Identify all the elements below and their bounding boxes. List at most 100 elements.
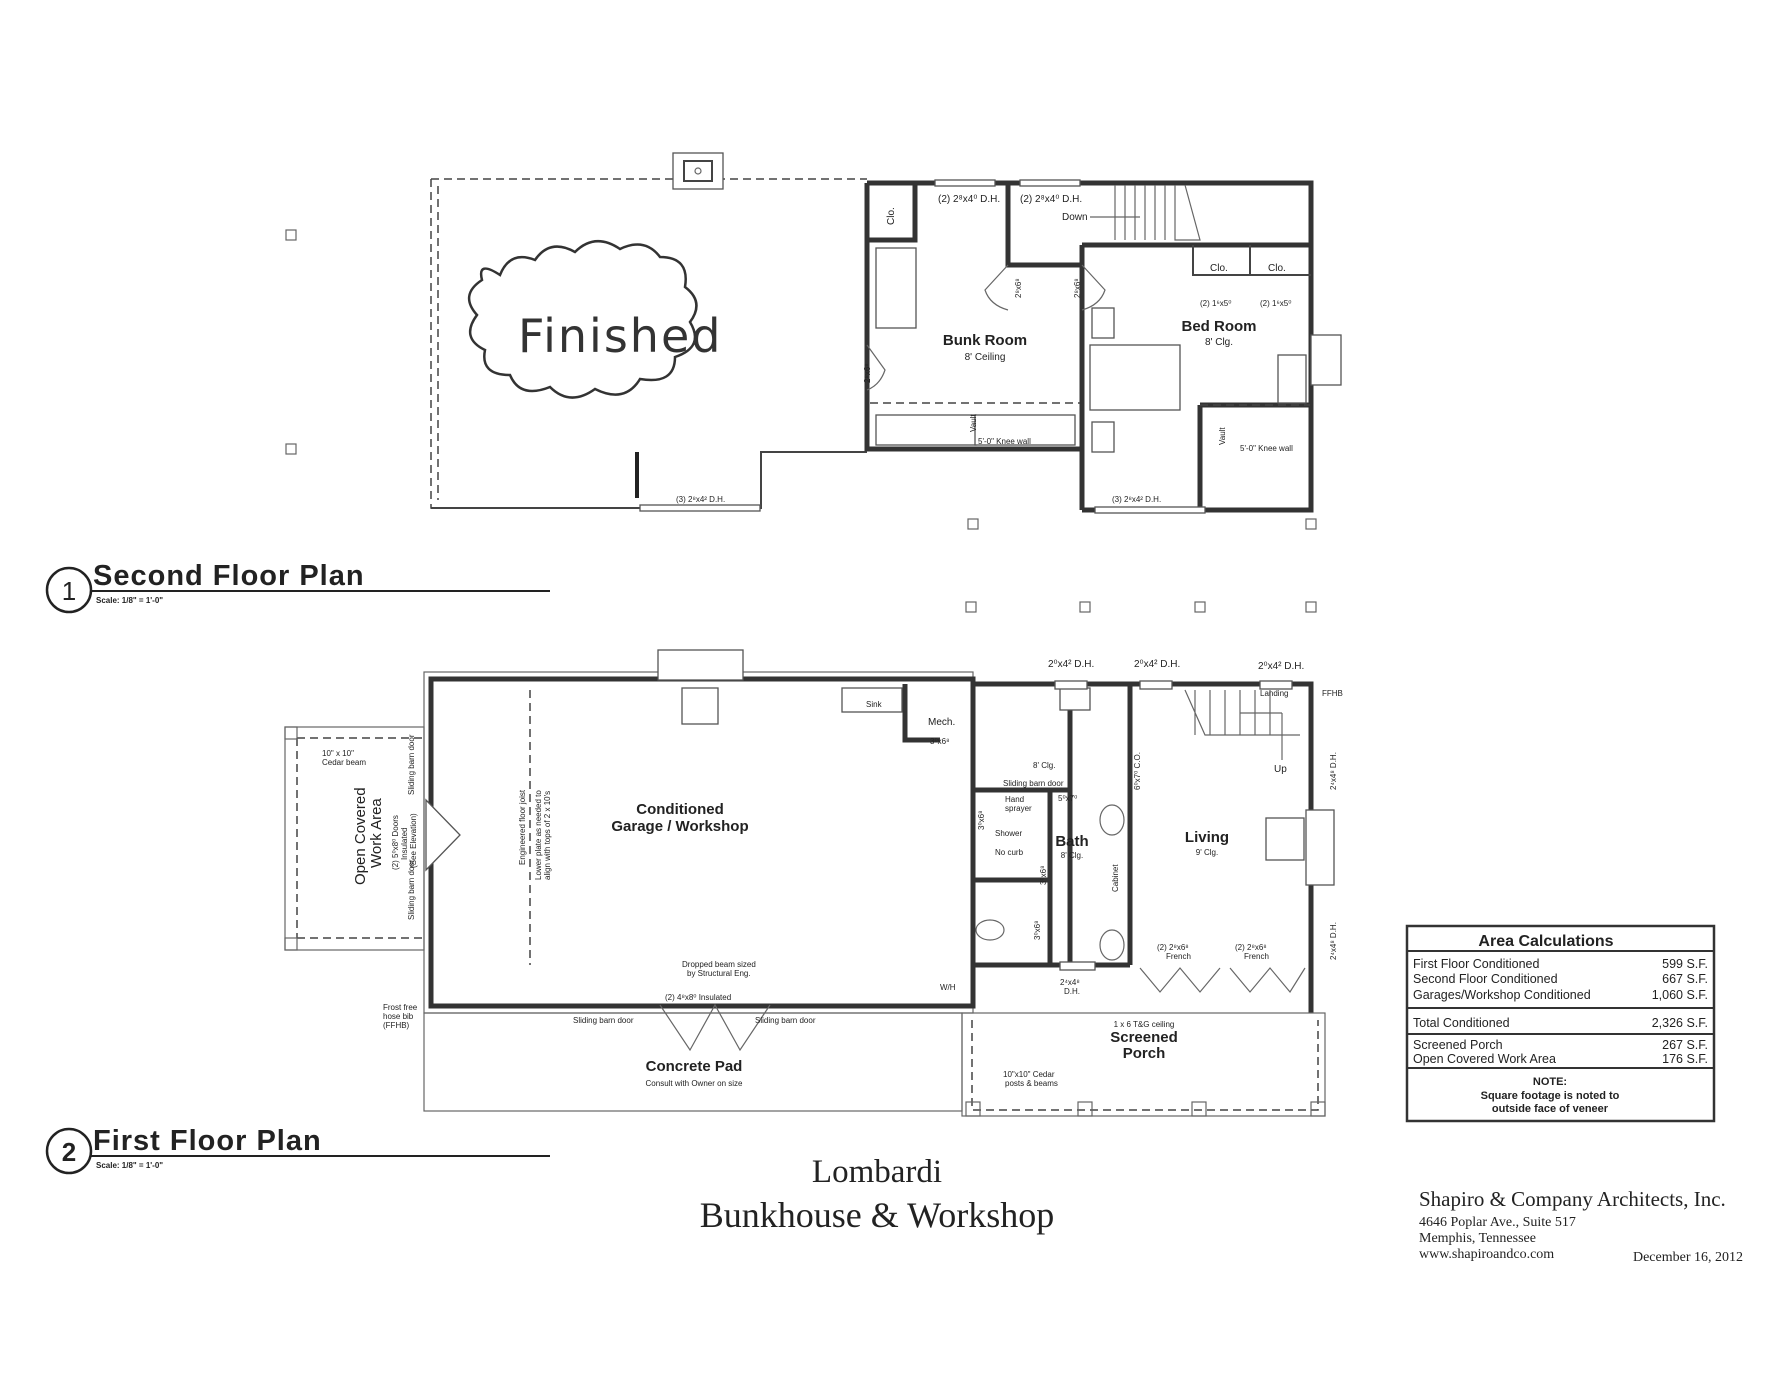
chimney: [672, 152, 724, 190]
project-client: Lombardi: [812, 1154, 942, 1190]
post: [284, 726, 298, 740]
chimney-2: [1310, 334, 1342, 386]
porch-screen: [971, 1020, 1319, 1111]
door-label: (See Elevation): [409, 813, 418, 868]
bed: [1089, 344, 1181, 411]
nightstand: [1091, 421, 1115, 453]
vault-label: Vault: [969, 414, 978, 432]
house-walls: [970, 681, 1314, 1013]
kitchen-sink: [1059, 687, 1091, 711]
flue-dot: [694, 167, 702, 175]
table-row-label: Garages/Workshop Conditioned: [1413, 988, 1591, 1002]
fixture-label: sprayer: [1005, 804, 1032, 813]
cedar-beam-line: [296, 737, 424, 939]
plan-scale: Scale: 1/8" = 1'-0": [96, 1161, 163, 1170]
french-doors: [1139, 967, 1306, 994]
door-label: 3⁰x6⁸: [930, 737, 949, 746]
room-name-porch: Screened: [1110, 1029, 1178, 1046]
bunk-bed: [875, 414, 977, 446]
window-label: (3) 2⁸x4² D.H.: [1112, 495, 1161, 504]
table-title: Area Calculations: [1478, 933, 1613, 950]
door-label: 5⁰x7⁰: [1058, 794, 1077, 803]
room-name-bed-room: Bed Room: [1182, 318, 1257, 335]
barn-door-label: Sliding barn door: [573, 1016, 634, 1025]
note-text: Square footage is noted to: [1481, 1090, 1620, 1102]
window-label: D.H.: [1064, 987, 1080, 996]
window: [1094, 506, 1206, 514]
room-name-mech: Mech.: [928, 717, 955, 728]
door-label: (2) 1⁶x5⁰: [1200, 299, 1231, 308]
hose-bib-label: hose bib: [383, 1012, 414, 1021]
firm-city: Memphis, Tennessee: [1419, 1231, 1536, 1246]
bed-closets: [1192, 245, 1311, 276]
table-row-label: Open Covered Work Area: [1413, 1052, 1556, 1066]
window-label: 2⁴x4⁸ D.H.: [1329, 752, 1338, 790]
plan-number-circle: [45, 1127, 93, 1175]
wood-stove: [1265, 817, 1305, 861]
title-block: Lombardi Bunkhouse & Workshop Shapiro & …: [700, 1154, 1743, 1265]
room-ceiling: 9' Clg.: [1196, 848, 1218, 857]
post: [284, 937, 298, 951]
table-total-label: Total Conditioned: [1413, 1016, 1510, 1030]
door-label: 2⁸x6⁸: [1073, 278, 1082, 298]
dresser: [1277, 354, 1307, 404]
interior-walls: [902, 684, 1070, 965]
window-label: (3) 2⁸x4² D.H.: [676, 495, 725, 504]
table-row-value: 667 S.F.: [1662, 972, 1708, 986]
table-row-value: 176 S.F.: [1662, 1052, 1708, 1066]
garage-walls: [428, 676, 976, 1009]
finished-area-edge: [431, 451, 867, 509]
window: [1019, 179, 1081, 187]
window: [1059, 961, 1096, 971]
concrete-pad-label: Concrete Pad: [646, 1058, 743, 1075]
room-name-bath: Bath: [1055, 833, 1088, 850]
door-swing: [984, 264, 1009, 311]
table-row-value: 267 S.F.: [1662, 1038, 1708, 1052]
beam-label: Cedar beam: [322, 758, 366, 767]
screened-porch: [961, 1012, 1326, 1117]
door-swing: [1081, 264, 1106, 311]
window: [934, 179, 996, 187]
room-name-living: Living: [1185, 829, 1229, 846]
window-label: 2⁴x4⁸: [1060, 978, 1080, 987]
first-floor-plan: Conditioned Garage / Workshop Open Cover…: [45, 649, 1343, 1175]
window-label: 2⁰x4² D.H.: [1134, 659, 1180, 670]
knee-wall-label: 5'-0" Knee wall: [978, 437, 1031, 446]
firm-address: 4646 Poplar Ave., Suite 517: [1419, 1215, 1576, 1230]
table-row-value: 599 S.F.: [1662, 957, 1708, 971]
stair-up: [1184, 689, 1300, 760]
porch-ceiling-label: 1 x 6 T&G ceiling: [1114, 1020, 1175, 1029]
shower-label: No curb: [995, 848, 1024, 857]
door-label: (2) 2⁸x6⁸: [1157, 943, 1189, 952]
vault-label: Vault: [1218, 427, 1227, 445]
toilet: [975, 919, 1005, 941]
plan-scale: Scale: 1/8" = 1'-0": [96, 596, 163, 605]
plan-number: 1: [62, 576, 76, 606]
finished-cloud: [468, 240, 698, 399]
window: [1139, 680, 1173, 690]
bunk-bed: [974, 414, 1076, 446]
firm-website: www.shapiroandco.com: [1419, 1247, 1554, 1262]
bunk-closet-wall: [867, 183, 918, 243]
drawing-date: December 16, 2012: [1633, 1250, 1743, 1265]
beam-label: 10" x 10": [322, 749, 354, 758]
concrete-pad-note: Consult with Owner on size: [646, 1079, 743, 1088]
double-door: [425, 798, 461, 872]
cabinet-label: Cabinet: [1111, 864, 1120, 892]
door-label: (2) 4⁸x8⁰ Insulated: [665, 993, 731, 1002]
joist-label: Engineered floor joist: [518, 789, 527, 865]
water-heater-label: W/H: [940, 983, 956, 992]
window-label: (2) 2⁸x4⁰ D.H.: [1020, 194, 1082, 205]
room-ceiling: 8' Clg.: [1033, 761, 1055, 770]
table-row-label: First Floor Conditioned: [1413, 957, 1539, 971]
chimney-flue: [683, 160, 713, 182]
note-text: outside face of veneer: [1492, 1103, 1609, 1115]
lavatory: [1099, 929, 1125, 961]
shower-label: Shower: [995, 829, 1022, 838]
door-label: 3⁰x6⁸: [977, 811, 986, 830]
joist-label: align with tops of 2 x 10's: [543, 791, 552, 880]
closet-label: Clo.: [886, 207, 897, 225]
plan-title: First Floor Plan: [93, 1125, 322, 1157]
sink-label: Sink: [866, 700, 883, 709]
window: [1259, 680, 1293, 690]
